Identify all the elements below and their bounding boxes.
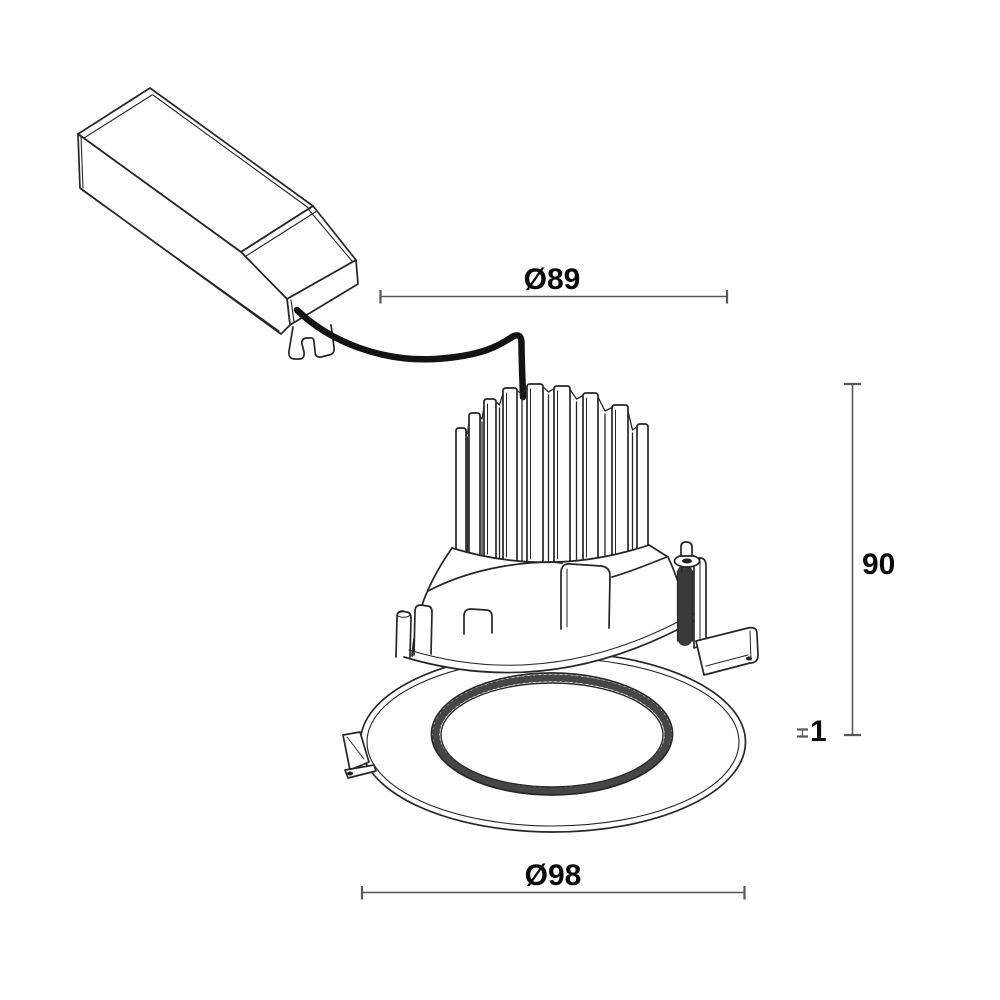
driver-box xyxy=(77,87,359,360)
heatsink-fin-accents xyxy=(487,388,616,560)
height-label: 90 xyxy=(862,548,895,581)
cutout-diameter-label: Ø89 xyxy=(524,263,581,296)
tab-screw-hole xyxy=(746,656,752,661)
outer-diameter-label: Ø98 xyxy=(525,859,582,892)
dimension-lines xyxy=(360,290,861,900)
heatsink-fin-webs xyxy=(464,385,639,564)
dimension-height xyxy=(844,382,861,737)
line-art xyxy=(77,87,759,833)
fixture-body xyxy=(395,544,702,674)
driver-edge-accents xyxy=(80,94,353,332)
clip-screw-head xyxy=(680,541,693,557)
recess-gap-label: 1 xyxy=(810,715,827,748)
dimension-outer-diameter xyxy=(360,886,746,900)
heatsink-fins xyxy=(455,383,649,564)
heatsink xyxy=(455,383,649,564)
dimension-labels: Ø89 90 1 Ø98 xyxy=(524,263,896,892)
lens xyxy=(430,672,674,796)
dimension-recess-gap xyxy=(797,728,808,738)
spring-clip xyxy=(673,541,707,649)
dimension-cutout-diameter xyxy=(379,290,729,304)
body-fill xyxy=(404,545,701,673)
tab-screw-hole xyxy=(347,771,353,776)
driver-side-face xyxy=(77,133,291,335)
lens-inner-edge xyxy=(440,682,664,788)
mounting-tab-left xyxy=(342,731,377,779)
power-cable xyxy=(293,306,527,401)
mounting-tab-right xyxy=(695,626,759,676)
lens-knurl-texture xyxy=(432,674,672,795)
